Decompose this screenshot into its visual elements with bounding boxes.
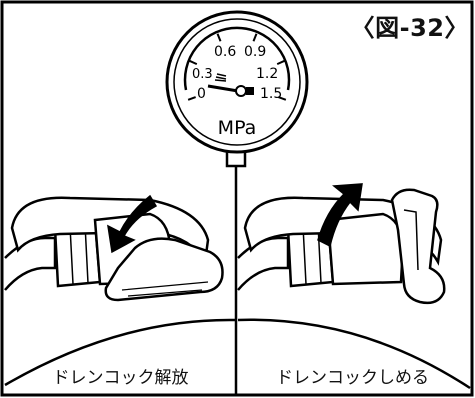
gauge-unit: MPa [218,117,257,139]
gauge-label-0: 0 [197,86,206,102]
gauge-dial [173,18,301,146]
compressor-body-right [237,318,471,390]
gauge-ticks [187,33,287,101]
gauge-minor-ticks [214,73,227,82]
gauge-tick [187,96,196,101]
gauge-tick [276,59,285,66]
gauge-label-1.2: 1.2 [256,66,278,82]
caption-drain-open: ドレンコック解放 [52,368,189,388]
rotate-arrow-down [107,194,158,254]
gauge-tick [216,33,222,42]
figure-number-label: 〈図-32〉 [350,14,469,42]
gauge-label-0.3: 0.3 [192,67,213,82]
gauge-tick [278,96,287,101]
gauge-label-0.9: 0.9 [244,44,266,60]
gauge-label-0.6: 0.6 [214,44,236,60]
gauge-label-1.5: 1.5 [260,86,282,102]
left-panel-drawing [4,194,237,387]
right-panel-drawing [237,183,471,390]
caption-drain-close: ドレンコックしめる [276,368,429,388]
compressor-body [4,318,237,387]
valve-body-right [326,212,405,286]
gauge-tick [189,59,198,66]
rotate-arrow-up [317,183,363,248]
drain-lever-closed [390,188,446,305]
drain-lever [104,237,224,302]
gauge-tick [252,33,258,42]
gauge-scale-arc [183,26,291,91]
pressure-gauge: 0 0.3 0.6 0.9 1.2 1.5 MPa [165,10,309,168]
gauge-needle [207,84,254,97]
